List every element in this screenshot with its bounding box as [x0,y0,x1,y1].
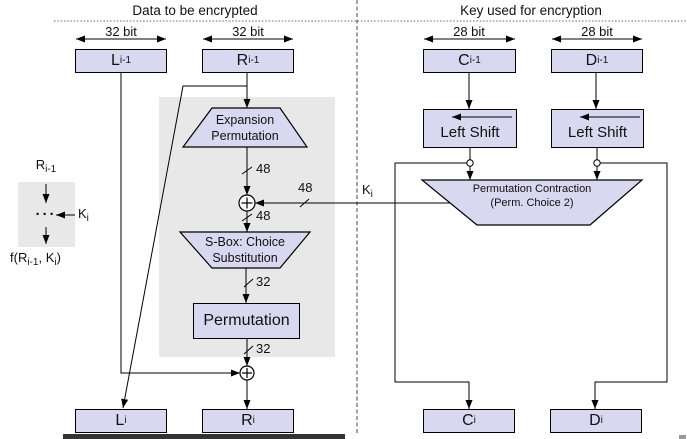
legend-function-dots: ··· [35,206,57,223]
bit-label-cprev: 28 bit [453,24,485,39]
header-data-section: Data to be encrypted [132,3,258,18]
bit-label-dprev: 28 bit [581,24,613,39]
left-shift-d-box: Left Shift [551,109,644,148]
wire-rprev-to-lnext [121,85,247,409]
header-key-section: Key used for encryption [460,3,602,18]
perm-contraction-label: Permutation Contraction(Perm. Choice 2) [472,183,592,209]
junction-dot-c [466,159,474,167]
loop-wire-to-cnext [394,162,473,409]
junction-dot-d [593,159,601,167]
permutation-box: Permutation [193,303,300,339]
expansion-permutation-shape [181,107,309,148]
perm-contraction-shape [420,179,644,226]
xor-icon-upper [238,194,256,212]
legend-output-label: f(Ri-1, Ki) [10,250,61,268]
left-shift-c-box: Left Shift [423,109,517,148]
bus-width-ticks [241,166,310,355]
bottom-bar-artifact [63,434,345,439]
wire-label-permutation-out: 32 [256,341,271,356]
legend-key-label: Ki [78,206,89,224]
wire-label-sbox-out: 32 [256,274,271,289]
wire-lprev-to-xor2 [120,73,240,377]
bottom-corner-artifact [679,435,686,439]
bit-label-lprev: 32 bit [105,24,137,39]
sbox-shape [178,231,312,269]
xor-icon-lower [239,365,255,381]
wire-label-subkey: 48 [298,180,313,195]
subkey-name-label: Ki [362,182,373,200]
wire-label-xor-out: 48 [256,208,271,223]
legend-input-label: Ri-1 [35,157,57,175]
wire-label-expansion-out: 48 [256,161,271,176]
bit-label-rprev: 32 bit [232,24,264,39]
loop-wire-to-dnext [591,162,668,409]
